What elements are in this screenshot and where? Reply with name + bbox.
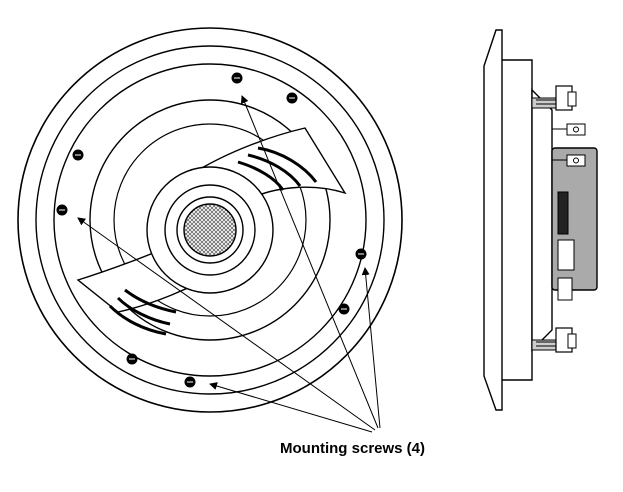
side-frame: [502, 59, 533, 381]
lower-mounting-dog: [531, 327, 577, 353]
mounting-ring: [53, 63, 367, 377]
cone-surround-ring: [113, 123, 307, 317]
mounting-screw-leaders: [77, 95, 381, 433]
cone-outer-ring: [89, 99, 331, 341]
leader-line-bottom: [209, 382, 373, 433]
magnet-core: [557, 191, 569, 235]
crossover-block: [557, 239, 575, 271]
upper-mounting-dog: [531, 85, 577, 111]
leader-line-left: [77, 217, 376, 431]
upper-vent-slots: [237, 146, 318, 191]
terminal-tabs: [552, 123, 586, 167]
leader-line-top: [240, 95, 379, 429]
speaker-side-view: [483, 29, 598, 411]
rim-inner-ring: [35, 45, 385, 395]
tweeter-dome-mesh: [183, 203, 237, 257]
terminal-block: [557, 277, 573, 301]
lower-vent-slots: [108, 288, 177, 336]
screw-set: [56, 72, 367, 388]
mounting-screws-caption: Mounting screws (4): [280, 440, 426, 457]
speaker-front-view: [17, 27, 403, 413]
side-bezel: [483, 29, 503, 411]
side-basket: [531, 88, 553, 352]
leader-line-right: [361, 267, 381, 429]
